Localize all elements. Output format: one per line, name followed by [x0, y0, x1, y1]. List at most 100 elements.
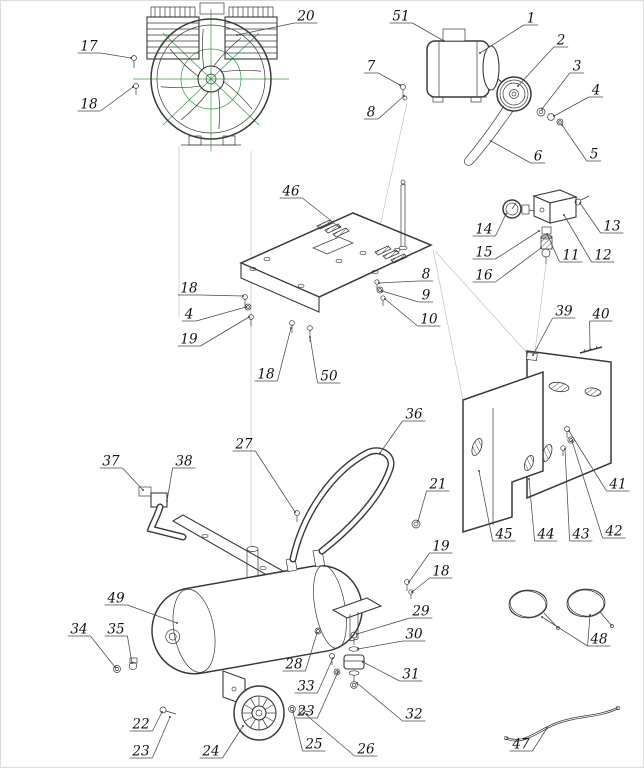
leader-line [553, 96, 589, 117]
leader-line [495, 247, 542, 283]
callout-43: 43 [571, 527, 589, 543]
leader-line [362, 661, 400, 682]
leader-dot [403, 95, 405, 97]
leader-dot [142, 489, 144, 491]
leader-line [90, 635, 116, 668]
terminal-box [442, 28, 466, 42]
leader-dot [561, 124, 563, 126]
air-manifold [199, 2, 225, 15]
leader-dot [356, 682, 358, 684]
leader-line [378, 280, 419, 284]
callout-18: 18 [432, 564, 450, 580]
guard-screws [560, 426, 575, 456]
leader-dot [132, 86, 134, 88]
callout-27: 27 [234, 437, 253, 453]
leader-dot [541, 108, 543, 110]
callout-48: 48 [589, 632, 608, 648]
callout-45: 45 [494, 527, 512, 543]
belt [463, 105, 514, 166]
leader-line [100, 86, 134, 112]
leader-dot [248, 316, 250, 318]
leader-line [587, 614, 591, 647]
leader-line [412, 22, 445, 42]
plug-28 [314, 627, 322, 635]
leader-dot [337, 671, 339, 673]
leader-dot [338, 226, 340, 228]
belt-guard [462, 345, 612, 534]
leader-line [381, 290, 419, 303]
leader-dot [316, 632, 318, 634]
motor-assembly [400, 28, 564, 166]
hose-coil [566, 588, 614, 628]
callout-25: 25 [304, 737, 322, 753]
leader-dot [176, 622, 178, 624]
leader-line [255, 450, 296, 513]
plate-screws-left [242, 294, 254, 326]
callout-13: 13 [603, 219, 620, 235]
callout-35: 35 [107, 622, 124, 638]
leader-dot [443, 40, 445, 42]
callout-37: 37 [102, 454, 120, 470]
leader-dot [417, 520, 419, 522]
base-plate [239, 179, 433, 342]
guard-clip-39 [526, 351, 538, 362]
callout-19: 19 [432, 539, 450, 555]
drain-hose [503, 705, 621, 742]
guard-pin-40 [579, 345, 603, 354]
cylinder-head-left [146, 6, 200, 60]
leader-dot [384, 298, 386, 300]
plate-holes [249, 247, 401, 289]
leader-line [356, 617, 410, 635]
leader-dot [379, 452, 381, 454]
leader-line [408, 552, 430, 583]
motor-end-bell [482, 45, 500, 91]
leader-line [127, 635, 133, 664]
pump-assembly [131, 2, 289, 151]
plate-screws-right [374, 279, 386, 306]
leader-dot [490, 140, 492, 142]
tank-assembly [113, 447, 421, 675]
leader-dot [131, 662, 133, 664]
rubber-foot [343, 654, 365, 670]
leader-line [568, 430, 607, 492]
leader-dot [517, 85, 519, 87]
pump-screw-17 [131, 55, 137, 68]
leader-line [305, 632, 318, 672]
leader-dot [378, 282, 380, 284]
foot-nut [350, 681, 358, 689]
switch-bolt-13 [574, 195, 590, 206]
pulley [496, 76, 532, 112]
leader-dot [303, 712, 305, 714]
leader-dot [130, 57, 132, 59]
fitting-nut [138, 486, 152, 497]
leader-dot [479, 52, 481, 54]
callout-18: 18 [257, 367, 275, 383]
leader-line [563, 214, 592, 263]
plate-cutout [312, 236, 354, 255]
callout-38: 38 [175, 454, 193, 470]
tank-fittings-34-35 [113, 657, 138, 673]
leader-dot [411, 591, 413, 593]
leader-dot [546, 727, 548, 729]
callout-36: 36 [405, 407, 423, 423]
tank-seam-left [172, 588, 216, 673]
leader-dot [546, 233, 548, 235]
bolt-33 [329, 653, 335, 659]
switch-side [549, 196, 577, 224]
leader-dot [408, 581, 410, 583]
leader-line [309, 336, 318, 384]
pressure-gauge [502, 199, 535, 219]
construction-lines [178, 102, 547, 547]
leader-line [495, 230, 540, 260]
leader-line [152, 711, 163, 732]
leader-line [377, 95, 405, 120]
callout-9: 9 [422, 288, 431, 304]
leader-line [200, 294, 244, 297]
pulley-washers [536, 107, 564, 126]
vent-slot [548, 381, 570, 393]
leader-dot [571, 440, 573, 442]
leader-line [490, 140, 531, 164]
leader-dot [357, 648, 359, 650]
leader-dot [114, 666, 116, 668]
outlet-fitting [138, 486, 187, 541]
